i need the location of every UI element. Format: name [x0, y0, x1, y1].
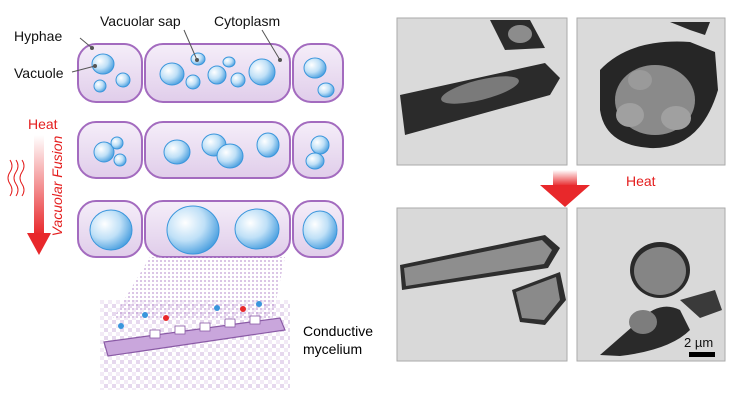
- cytoplasm-label: Cytoplasm: [214, 13, 281, 29]
- vacuole: [115, 72, 131, 88]
- conductive-mycelium-illustration: [100, 300, 290, 390]
- hyphae-label: Hyphae: [14, 28, 63, 44]
- vacuole: [305, 152, 325, 170]
- vacuole: [185, 74, 201, 90]
- vacuole: [222, 56, 236, 68]
- heat-label-left: Heat: [28, 116, 58, 132]
- vacuole: [89, 209, 133, 251]
- row-1-cells: [77, 43, 344, 103]
- conductive-label-line1: Conductive: [303, 323, 374, 339]
- vacuole: [93, 79, 107, 93]
- vacuole: [302, 210, 338, 250]
- micrograph-before-round: [576, 17, 726, 166]
- vacuole: [310, 135, 330, 155]
- row-2-cells: [77, 121, 344, 179]
- fusion-arrow: [27, 135, 51, 255]
- vacuole: [248, 58, 276, 86]
- vacuole: [110, 136, 124, 150]
- vacuole: [93, 141, 115, 163]
- vacuole: [113, 153, 127, 167]
- cytoplasm-leader-line: [261, 29, 281, 61]
- vacuole: [303, 57, 327, 79]
- vacuole: [230, 72, 246, 88]
- heat-arrow-right: [540, 170, 590, 207]
- scale-bar-line: [689, 352, 715, 357]
- vacuolar-fusion-label-wrap: Vacuolar Fusion: [47, 128, 67, 243]
- row-3-cells: [77, 200, 344, 258]
- vacuole-leader-line: [71, 65, 96, 73]
- vacuole: [207, 65, 227, 85]
- conductive-label-line2: mycelium: [303, 341, 363, 357]
- vacuole: [163, 139, 191, 165]
- vacuolar-fusion-label: Vacuolar Fusion: [49, 135, 65, 236]
- vacuole: [159, 62, 185, 86]
- heat-label-right: Heat: [626, 173, 656, 189]
- micrograph-before-hypha: [396, 17, 568, 166]
- heat-waves-icon: [7, 159, 25, 197]
- vacuole: [234, 208, 280, 250]
- scale-bar-label: 2 µm: [684, 335, 714, 350]
- hypha-cell: [77, 43, 143, 103]
- vacuole-leader-dot: [93, 64, 97, 68]
- hyphae-leader-line: [79, 37, 93, 49]
- micrograph-after-hypha: [396, 207, 568, 362]
- hyphae-leader-dot: [90, 46, 94, 50]
- vacuolar-sap-leader-line: [183, 29, 198, 61]
- vacuole: [91, 53, 115, 75]
- micrograph-after-round: [576, 207, 726, 362]
- vacuole-label: Vacuole: [14, 65, 64, 81]
- conductive-mycelium-label: Conductive mycelium: [303, 322, 373, 358]
- vacuole: [216, 143, 244, 169]
- vacuolar-sap-leader-dot: [195, 58, 199, 62]
- vacuolar-sap-label: Vacuolar sap: [100, 13, 181, 29]
- vacuole: [317, 82, 335, 98]
- vacuole: [166, 205, 220, 255]
- vacuole: [256, 132, 280, 158]
- cytoplasm-leader-dot: [278, 58, 282, 62]
